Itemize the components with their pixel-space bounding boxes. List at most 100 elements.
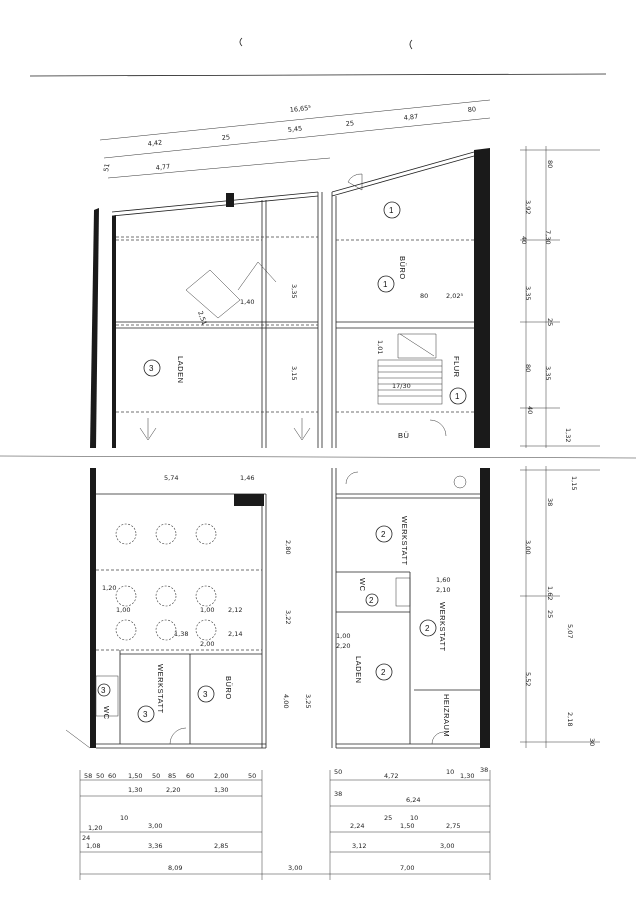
room-number-3d: 3 (101, 686, 106, 695)
room-buero-top: BÜRO (398, 256, 407, 280)
dim-bot-l17: 2,85 (214, 842, 228, 850)
dim-br-a: 1,15 (570, 476, 578, 490)
dim-mid-f: 1,01 (376, 340, 384, 354)
top-dimensions (99, 99, 491, 179)
dim-bl-b: 1,46 (240, 474, 254, 482)
dim-w-c: 1,00 (336, 632, 350, 640)
dim-right-a: 80 (546, 160, 554, 168)
dim-bot-l15: 1,08 (86, 842, 100, 850)
bottom-right-plan (331, 468, 490, 749)
dim-top-c: 5,45 (287, 125, 302, 134)
dim-br-c: 3,00 (524, 540, 532, 554)
dim-right-i: 80 (524, 364, 532, 372)
room-number-3b: 3 (143, 710, 148, 719)
dim-w-a: 1,60 (436, 576, 450, 584)
dim-right-g: 3,35 (544, 366, 552, 380)
dim-bot-l3: 60 (108, 772, 116, 780)
dim-bl-l: 1,00 (200, 606, 214, 614)
dim-br-b: 38 (546, 498, 554, 506)
dim-bot-l4: 1,50 (128, 772, 142, 780)
dim-bot-r7: 38 (334, 790, 342, 798)
dim-br-f: 5,52 (524, 672, 532, 686)
room-number-2b: 2 (425, 624, 430, 633)
dim-top-h: 51 (102, 163, 111, 173)
dim-bl-a: 5,74 (164, 474, 178, 482)
dim-bl-i: 2,12 (228, 606, 242, 614)
dim-bot-l16: 3,36 (148, 842, 162, 850)
dim-mid-b: 3,15 (290, 366, 298, 380)
room-number-1a: 1 (389, 206, 394, 215)
dim-br-i: 30 (588, 738, 596, 746)
dim-bot-r12: 2,75 (446, 822, 460, 830)
room-number-1c: 1 (455, 392, 460, 401)
room-werkstatt-r1: WERKSTATT (400, 516, 409, 566)
dim-br-e: 5,07 (566, 624, 574, 638)
room-number-2a: 2 (381, 530, 386, 539)
room-werkstatt-r2: WERKSTATT (438, 602, 447, 652)
dim-br-d: 1,62 (546, 586, 554, 600)
dim-top-d: 25 (345, 119, 354, 128)
tables (115, 523, 217, 641)
dim-bot-mid: 3,00 (288, 864, 302, 872)
dim-bl-g: 1,20 (102, 584, 116, 592)
dim-stair: 17/30 (392, 382, 411, 390)
room-heizraum: HEIZRAUM (442, 694, 451, 737)
dim-bl-f: 3,25 (304, 694, 312, 708)
dim-mid-e: 2,02⁵ (446, 292, 463, 300)
dim-top-g: 4,77 (155, 163, 170, 172)
dim-bl-d: 3,22 (284, 610, 292, 624)
dim-bot-r1: 50 (334, 768, 342, 776)
bottom-left-plan (65, 468, 267, 749)
dim-bot-r9: 25 (384, 814, 392, 822)
dim-top-a: 4,42 (147, 139, 162, 148)
room-wc-a: WC (102, 706, 111, 720)
top-left-plan (90, 191, 323, 448)
room-laden-r: LADEN (354, 656, 363, 684)
room-buero-l: BÜRO (224, 676, 233, 700)
right-dimensions (520, 146, 600, 748)
room-flur: FLUR (452, 356, 461, 378)
header-marks (0, 37, 636, 459)
dim-bl-j: 2,14 (228, 630, 242, 638)
dim-bot-r2: 4,72 (384, 772, 398, 780)
dim-bot-l7: 60 (186, 772, 194, 780)
dim-bot-l1: 58 (84, 772, 92, 780)
dim-bot-l14: 3,00 (148, 822, 162, 830)
dim-bot-r13: 3,12 (352, 842, 366, 850)
room-number-1b: 1 (383, 280, 388, 289)
dim-br-g: 25 (546, 610, 554, 618)
dim-br-h: 2,18 (566, 712, 574, 726)
dim-top-e: 4,87 (403, 113, 418, 122)
dim-bot-r4: 1,30 (460, 772, 474, 780)
dim-bl-h: 1,00 (116, 606, 130, 614)
dim-bot-l13: 1,20 (88, 824, 102, 832)
room-number-3c: 3 (203, 690, 208, 699)
dim-top-f: 80 (467, 105, 476, 114)
dim-bl-m: 2,00 (200, 640, 214, 648)
dim-bot-r11: 10 (410, 814, 418, 822)
dim-right-b: 3,92 (524, 200, 532, 214)
dim-right-c: 7,30 (544, 230, 552, 244)
dim-bot-l9: 50 (248, 772, 256, 780)
room-number-2c: 2 (381, 668, 386, 677)
dim-right-f: 25 (546, 318, 554, 326)
room-wc-b: WC (358, 578, 367, 592)
room-number-2d: 2 (369, 596, 374, 605)
dim-top-total: 16,65⁵ (289, 104, 311, 114)
dim-w-b: 2,10 (436, 586, 450, 594)
dim-bot-l19: 10 (120, 814, 128, 822)
dim-bot-r6: 6,24 (406, 796, 420, 804)
dim-bot-r3: 10 (446, 768, 454, 776)
dim-bot-l10: 1,30 (128, 786, 142, 794)
dim-bot-l18: 8,09 (168, 864, 182, 872)
dim-bot-l2: 50 (96, 772, 104, 780)
dim-bot-l8: 2,00 (214, 772, 228, 780)
dim-bl-k: 1,38 (174, 630, 188, 638)
dim-bl-c: 2,80 (284, 540, 292, 554)
dim-bl-e: 4,00 (282, 694, 290, 708)
top-right-plan (331, 148, 490, 448)
dim-bot-l20: 24 (82, 834, 90, 842)
dim-bot-r14: 3,00 (440, 842, 454, 850)
dim-mid-a: 3,35 (290, 284, 298, 298)
room-werkstatt-l: WERKSTATT (156, 664, 165, 714)
